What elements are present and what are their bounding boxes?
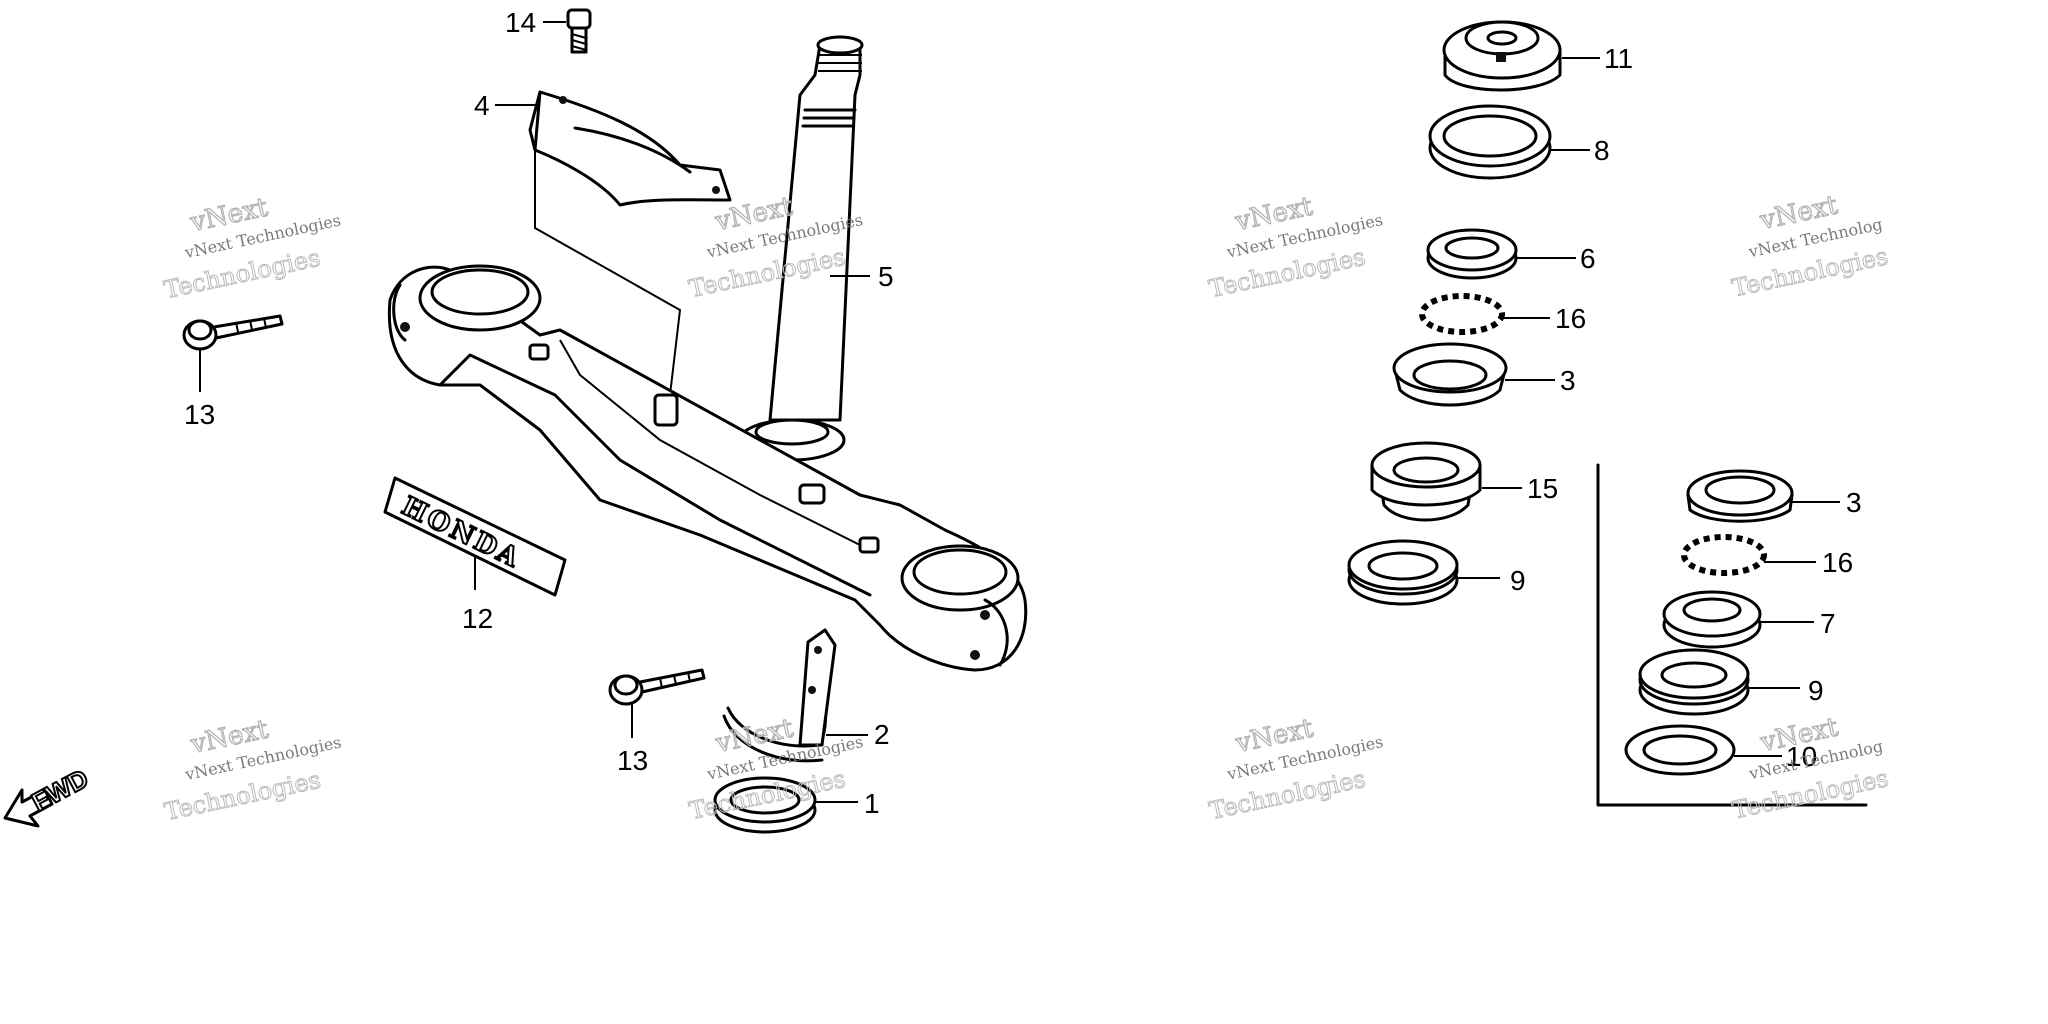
callout-6: 6 (1580, 243, 1596, 274)
lower-triple-clamp (387, 264, 1028, 672)
watermark-1: vNext vNext Technologies Technologies (161, 192, 342, 305)
callout-2: 2 (874, 719, 890, 750)
watermark-4: vNext vNext Technolog Technologies (1729, 190, 1891, 303)
part-11-adjusting-nut (1442, 20, 1562, 92)
callout-9-left: 9 (1510, 565, 1526, 596)
part-6-cone-race (1426, 228, 1518, 280)
callout-14: 14 (505, 7, 536, 38)
part-7-cone-race (1662, 590, 1762, 649)
part-16-ball-bearing-upper (1419, 293, 1505, 335)
callout-4: 4 (474, 90, 490, 121)
watermark-3: vNext vNext Technologies Technologies (1206, 191, 1385, 304)
watermark-5: vNext vNext Technologies Technologies (161, 714, 342, 827)
part-15-lower-race (1370, 441, 1482, 522)
callout-1: 1 (864, 788, 880, 819)
part-1-seal (713, 776, 817, 834)
callout-3-upper: 3 (1560, 365, 1576, 396)
callout-16-right: 16 (1822, 547, 1853, 578)
watermark-7: vNext vNext Technologies Technologies (1206, 713, 1385, 826)
cover-mount-line (534, 150, 682, 396)
fwd-label: FWD (27, 763, 93, 817)
option-group-bracket (1596, 463, 1868, 807)
callout-9-right: 9 (1808, 675, 1824, 706)
callout-5: 5 (878, 261, 894, 292)
part-9-seal-left (1347, 539, 1459, 606)
part-5-steering-stem (738, 35, 864, 462)
part-3-ball-race-upper (1392, 342, 1508, 407)
part-4-cover (528, 90, 732, 207)
part-8-dust-seal (1428, 104, 1552, 180)
callout-13-upper: 13 (184, 399, 215, 430)
callout-15: 15 (1527, 473, 1558, 504)
part-14-bolt (566, 8, 592, 54)
part-9-seal-right (1638, 648, 1750, 716)
callout-8: 8 (1594, 135, 1610, 166)
callout-7: 7 (1820, 608, 1836, 639)
fwd-arrow-icon: FWD (3, 762, 94, 828)
callout-10: 10 (1786, 741, 1817, 772)
part-13-bolt-upper (182, 314, 284, 351)
part-3-ball-race-right (1686, 469, 1794, 523)
callout-16-upper: 16 (1555, 303, 1586, 334)
part-13-bolt-lower (608, 668, 706, 706)
part-10-washer (1624, 724, 1736, 776)
callout-3-right: 3 (1846, 487, 1862, 518)
part-16-ball-bearing-right (1681, 534, 1767, 576)
part-2-clamp (722, 628, 837, 763)
callout-11: 11 (1604, 43, 1633, 74)
callout-13-lower: 13 (617, 745, 648, 776)
callout-12: 12 (462, 603, 493, 634)
watermark-6: vNext vNext Technologies Technologies (686, 713, 865, 826)
